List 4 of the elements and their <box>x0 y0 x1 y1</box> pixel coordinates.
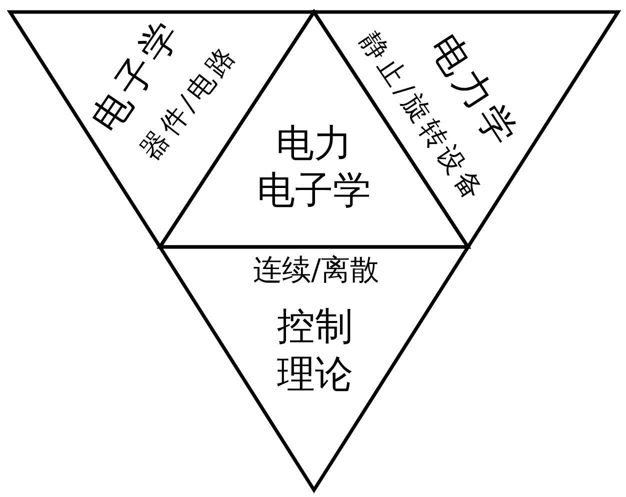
segment-subtitle: 连续/离散 <box>253 253 379 287</box>
segment-title: 电力电子学 <box>257 120 371 214</box>
segment-title: 控制理论 <box>277 303 353 398</box>
triangle-panel <box>157 244 471 493</box>
